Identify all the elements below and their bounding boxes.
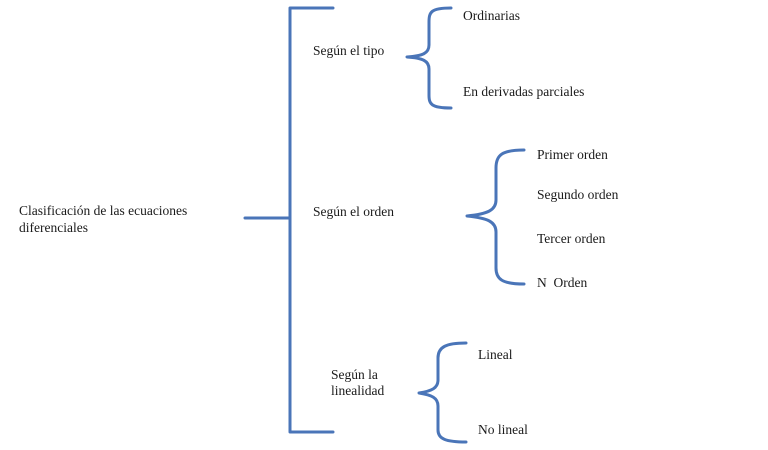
orden-brace — [465, 148, 526, 286]
leaf-lineal: Lineal — [478, 347, 513, 362]
leaf-n-orden: N Orden — [537, 275, 588, 290]
leaf-tercer-orden: Tercer orden — [537, 231, 606, 246]
tipo-brace — [405, 6, 453, 110]
leaf-segundo-orden: Segundo orden — [537, 187, 619, 202]
root-label-line2: diferenciales — [19, 220, 88, 235]
root-label-line1: Clasificación de las ecuaciones — [19, 203, 188, 218]
leaf-no-lineal: No lineal — [478, 422, 528, 437]
leaf-primer-orden: Primer orden — [537, 147, 608, 162]
category-label-linealidad-line2: linealidad — [331, 383, 385, 398]
main-bracket — [243, 6, 335, 434]
category-label-linealidad-line1: Según la — [331, 367, 378, 382]
category-label-tipo: Según el tipo — [313, 43, 385, 58]
category-label-orden: Según el orden — [313, 204, 394, 219]
linealidad-brace — [417, 341, 468, 444]
leaf-en-derivadas-parciales: En derivadas parciales — [463, 84, 585, 99]
leaf-ordinarias: Ordinarias — [463, 8, 520, 23]
